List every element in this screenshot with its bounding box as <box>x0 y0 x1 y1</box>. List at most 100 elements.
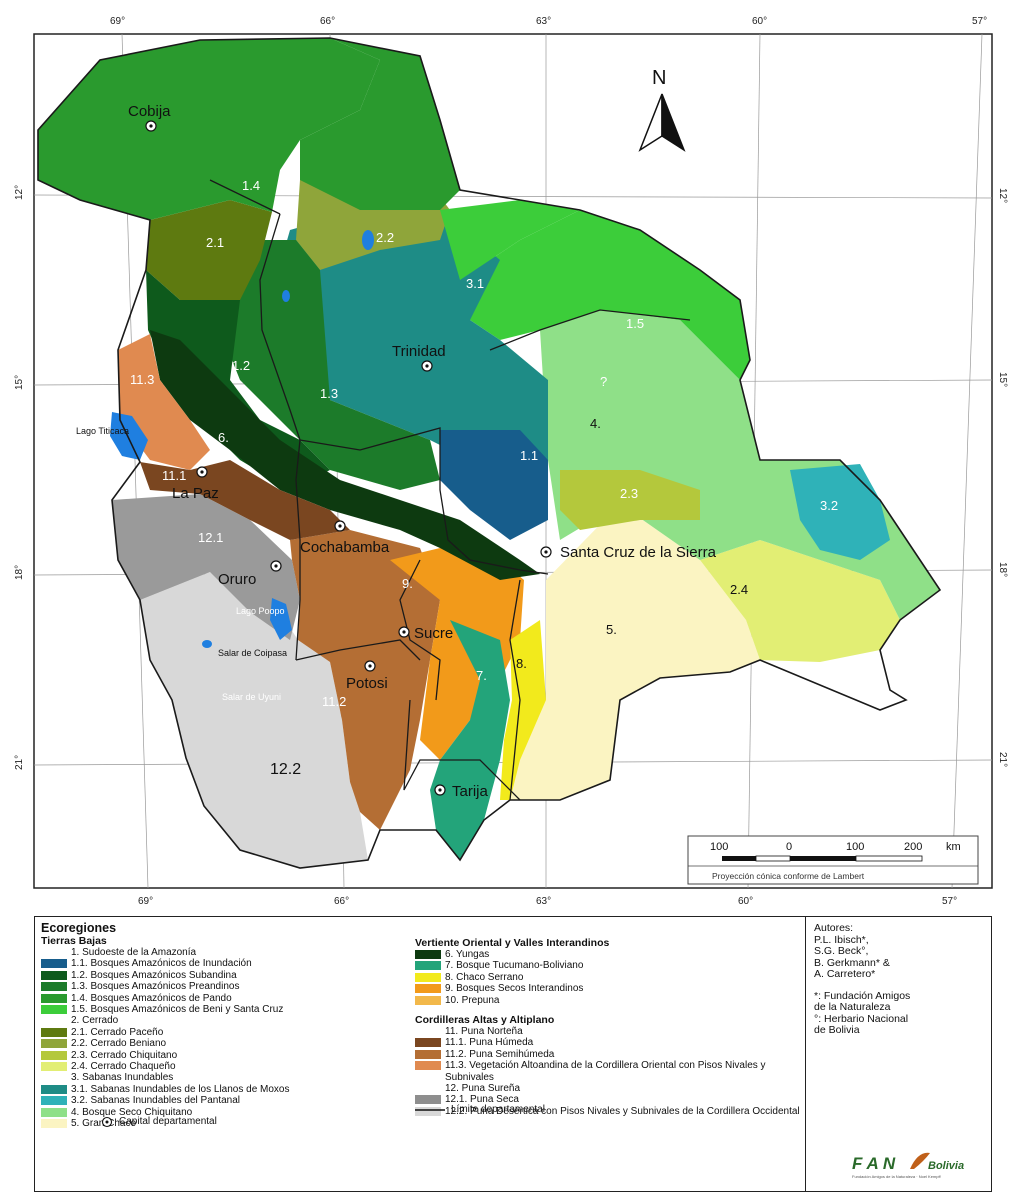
legend-title: Ecoregiones <box>41 921 117 935</box>
tick-label: 60° <box>738 896 753 907</box>
tick-label: 60° <box>752 16 767 27</box>
region-label: 12.1 <box>198 530 223 545</box>
legend-item-label: 2.3. Cerrado Chiquitano <box>71 1049 178 1061</box>
legend-item: 5. Gran Chaco <box>41 1118 413 1129</box>
legend-swatch <box>41 1027 67 1037</box>
legend-heading: Cordilleras Altas y Altiplano <box>415 1014 555 1027</box>
tick-label: 66° <box>334 896 349 907</box>
region-label: 7. <box>476 668 487 683</box>
map-svg: 69° 66° 63° 60° 57° 69° 66° 63° 60° 57° … <box>14 16 1008 907</box>
lon-ticks-top: 69° 66° 63° 60° 57° <box>110 16 987 27</box>
legend-swatch <box>41 993 67 1003</box>
legend-item: 1.2. Bosques Amazónicos Subandina <box>41 970 413 981</box>
lat-ticks-right: 12° 15° 18° 21° <box>997 188 1008 767</box>
city-oruro: Oruro <box>218 560 282 588</box>
tick-label: 15° <box>14 375 25 390</box>
region-label: 1.4 <box>242 178 260 193</box>
region-label: 3.2 <box>820 498 838 513</box>
region-labels: 1.4 2.1 2.2 3.1 1.5 1.2 1.3 11.3 6. ? 4.… <box>130 178 838 778</box>
legend-swatch <box>41 1062 67 1072</box>
legend-item-label: 3. Sabanas Inundables <box>71 1072 174 1084</box>
lon-ticks-bottom: 69° 66° 63° 60° 57° <box>138 896 957 907</box>
legend-swatch <box>415 1049 441 1059</box>
tick-label: 18° <box>997 562 1008 577</box>
city-santa-cruz: Santa Cruz de la Sierra <box>540 544 717 561</box>
city-cobija: Cobija <box>128 103 171 132</box>
legend-item: 2.3. Cerrado Chiquitano <box>41 1050 413 1061</box>
legend-item: 11.2. Puna Semihúmeda <box>415 1049 800 1060</box>
tick-label: 12° <box>14 185 25 200</box>
legend-item: 6. Yungas <box>415 949 800 960</box>
legend-item-label: 8. Chaco Serrano <box>445 971 524 983</box>
lat-ticks-left: 12° 15° 18° 21° <box>14 185 25 770</box>
legend-item-label: 1.3. Bosques Amazónicos Preandinos <box>71 981 240 993</box>
svg-text:Proyección cónica conforme de: Proyección cónica conforme de Lambert <box>712 871 865 881</box>
legend-item-label: 12. Puna Sureña <box>445 1083 521 1095</box>
map-area: 69° 66° 63° 60° 57° 69° 66° 63° 60° 57° … <box>14 16 1008 907</box>
legend-item-label: 2.1. Cerrado Paceño <box>71 1026 164 1038</box>
legend-swatch <box>41 1107 67 1117</box>
legend-item: 2.4. Cerrado Chaqueño <box>41 1061 413 1072</box>
legend-item: 2. Cerrado <box>41 1015 413 1026</box>
authors: Autores: P.L. Ibisch*, S.G. Beck°, B. Ge… <box>814 922 890 980</box>
svg-text:Sucre: Sucre <box>414 625 453 642</box>
region-label: 12.2 <box>270 761 301 778</box>
legend-item: 7. Bosque Tucumano-Boliviano <box>415 960 800 971</box>
svg-text:La Paz: La Paz <box>172 485 219 502</box>
legend-item: 1.5. Bosques Amazónicos de Beni y Santa … <box>41 1004 413 1015</box>
region-label: ? <box>600 374 607 389</box>
legend-item: 1. Sudoeste de la Amazonía <box>41 947 413 958</box>
legend-item: 12.2. Puna Desértica con Pisos Nivales y… <box>415 1106 800 1117</box>
region-label: 2.2 <box>376 230 394 245</box>
region-label: 1.3 <box>320 386 338 401</box>
salar-label: Salar de Coipasa <box>218 648 287 658</box>
legend-swatch <box>41 1119 67 1129</box>
tick-label: 69° <box>138 896 153 907</box>
legend-swatch <box>415 1106 441 1116</box>
legend-item: 2.1. Cerrado Paceño <box>41 1027 413 1038</box>
legend-item-label: 1.2. Bosques Amazónicos Subandina <box>71 969 237 981</box>
place-labels: Lago Titicaca Lago Poopo Salar de Coipas… <box>76 426 287 702</box>
svg-text:100: 100 <box>710 841 728 853</box>
legend-swatch <box>415 961 441 971</box>
city-tarija: Tarija <box>434 783 489 800</box>
svg-text:F A N: F A N <box>852 1154 896 1173</box>
region-label: 2.3 <box>620 486 638 501</box>
region-label: 4. <box>590 416 601 431</box>
tick-label: 57° <box>972 16 987 27</box>
legend-item-label: 11.3. Vegetación Altoandina de la Cordil… <box>445 1060 766 1083</box>
legend-swatch <box>415 1038 441 1048</box>
legend-item-label: 3.1. Sabanas Inundables de los Llanos de… <box>71 1083 290 1095</box>
tick-label: 18° <box>14 565 25 580</box>
legend-item: 1.3. Bosques Amazónicos Preandinos <box>41 981 413 992</box>
legend-item-label: 10. Prepuna <box>445 994 500 1006</box>
legend-col-lowlands: Ecoregiones Tierras Bajas 1. Sudoeste de… <box>41 917 413 1130</box>
legend-footer-capital: Capital departamental <box>101 1116 217 1128</box>
legend-item-label: 2.4. Cerrado Chaqueño <box>71 1061 176 1073</box>
region-label: 5. <box>606 622 617 637</box>
legend-item: 3.1. Sabanas Inundables de los Llanos de… <box>41 1084 413 1095</box>
legend-item-label: 6. Yungas <box>445 949 490 960</box>
legend-item: 12.1. Puna Seca <box>415 1094 800 1105</box>
region-label: 3.1 <box>466 276 484 291</box>
svg-text:Santa Cruz de la Sierra: Santa Cruz de la Sierra <box>560 544 717 561</box>
legend-item: 1.4. Bosques Amazónicos de Pando <box>41 993 413 1004</box>
legend-item-label: 2.2. Cerrado Beniano <box>71 1038 167 1050</box>
tick-label: 57° <box>942 896 957 907</box>
legend-item-label: 11.1. Puna Húmeda <box>445 1037 534 1049</box>
fan-bolivia-logo: F A N Bolivia Fundación Amigos de la Nat… <box>852 1147 982 1181</box>
legend-item-label: 1.5. Bosques Amazónicos de Beni y Santa … <box>71 1004 284 1016</box>
legend-footer-boundary: Límite departamental <box>415 1104 545 1115</box>
legend-swatch <box>41 959 67 969</box>
region-label: 2.4 <box>730 582 748 597</box>
legend-item: 3.2. Sabanas Inundables del Pantanal <box>41 1095 413 1106</box>
legend-item: 4. Bosque Seco Chiquitano <box>41 1107 413 1118</box>
svg-text:Cochabamba: Cochabamba <box>300 539 390 556</box>
legend-heading: Vertiente Oriental y Valles Interandinos <box>415 937 610 949</box>
tick-label: 63° <box>536 16 551 27</box>
svg-text:Fundación Amigos de la Natural: Fundación Amigos de la Naturaleza · Noel… <box>852 1174 942 1179</box>
region-label: 11.2 <box>322 694 346 709</box>
legend-item-label: 2. Cerrado <box>71 1015 119 1027</box>
